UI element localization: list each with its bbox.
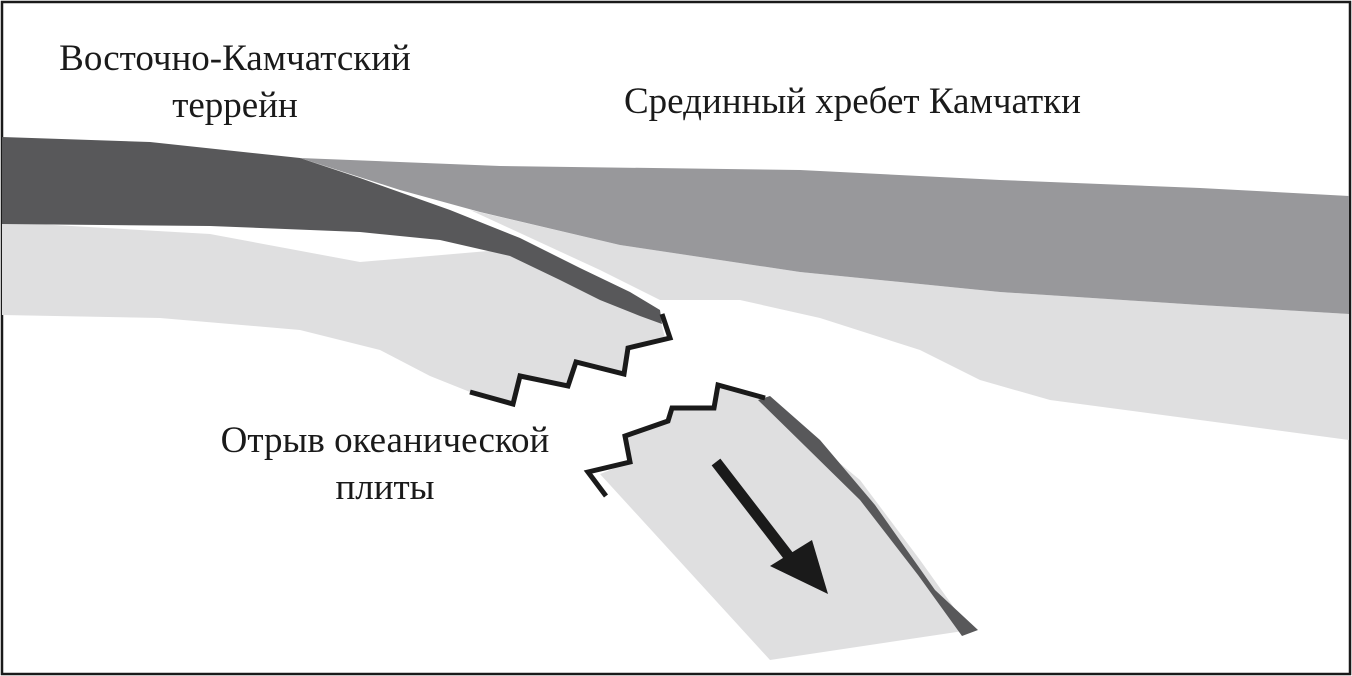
breakoff-line-lower [583,381,766,498]
detached-slab [600,385,970,660]
east-kamchatka-terrane-label: Восточно-Камчатский террейн [26,36,444,130]
slab-breakoff-label: Отрыв океанической плиты [189,418,581,512]
east-kamchatka-terrane-label-line2: террейн [172,84,298,126]
breakoff-line-upper [469,313,674,408]
oceanic-plate-upper [2,222,665,404]
detached-slab-crust [758,396,978,636]
east-kamchatka-terrane-block [2,137,662,324]
slab-breakoff-label-line2: плиты [335,466,435,508]
median-ridge-block [300,158,1349,314]
sinking-direction-arrow-head [770,540,828,594]
mantle-wedge-light [470,210,1349,440]
median-ridge-label: Срединный хребет Камчатки [624,81,1081,122]
sinking-direction-arrow-shaft [711,458,795,562]
east-kamchatka-terrane-label-line1: Восточно-Камчатский [59,38,411,79]
slab-breakoff-label-line1: Отрыв океанической [220,420,550,461]
